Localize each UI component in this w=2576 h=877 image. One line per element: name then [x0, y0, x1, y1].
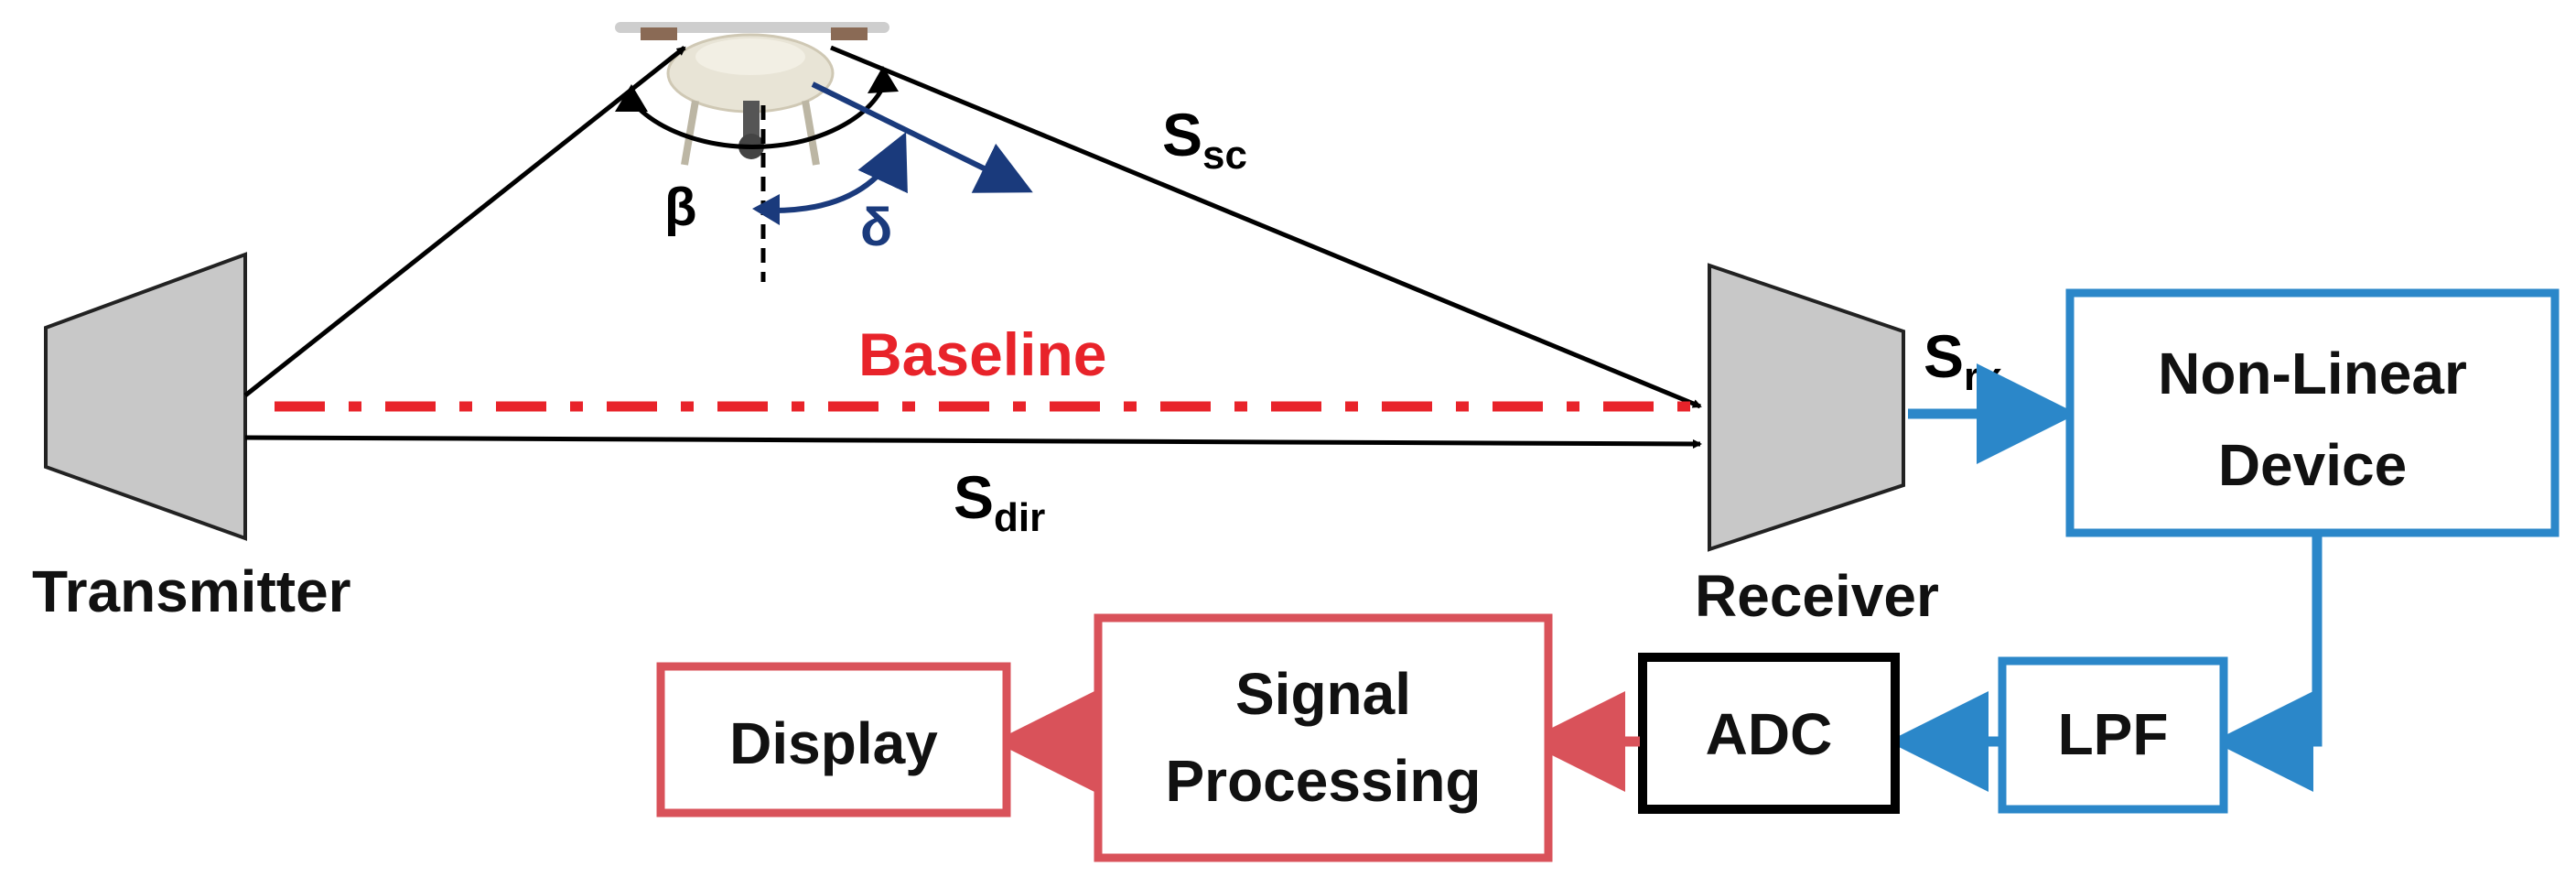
adc-block [1638, 653, 1900, 814]
s-dir-label: Sdir [954, 463, 1045, 540]
nld-to-lpf-arrow [2213, 536, 2323, 792]
beta-label: β [664, 178, 696, 237]
delta-arrowhead-left [752, 194, 780, 225]
beta-arrowhead-left [615, 84, 648, 112]
s-dir-base: S [954, 463, 994, 531]
lpf-label: LPF [2058, 701, 2169, 767]
delta-label: δ [860, 198, 892, 257]
non-linear-device-line1: Non-Linear [2158, 341, 2467, 406]
s-rx-sub: rx [1964, 354, 2002, 399]
baseline-label: Baseline [858, 320, 1106, 388]
beta-arc [630, 85, 886, 149]
receiver-label: Receiver [1695, 563, 1939, 629]
s-rx-base: S [1924, 322, 1964, 390]
receiver-horn-icon [1708, 263, 1905, 552]
drone-icon [615, 22, 889, 166]
adc-label: ADC [1706, 701, 1833, 767]
scattered-path [830, 45, 1702, 409]
delta-arc [772, 132, 908, 213]
signal-processing-line2: Processing [1165, 748, 1481, 814]
signal-processing-block [1094, 613, 1553, 862]
incident-path [243, 46, 686, 397]
s-sc-sub: sc [1202, 133, 1247, 178]
transmitter-horn-icon [44, 252, 247, 541]
s-dir-sub: dir [994, 495, 1045, 540]
s-rx-label: Srx [1924, 322, 2002, 399]
beta-arrowhead-right [868, 66, 899, 93]
non-linear-device-block [2065, 288, 2560, 537]
non-linear-device-line2: Device [2218, 432, 2407, 498]
direct-path [244, 435, 1702, 449]
lpf-block [1998, 656, 2228, 814]
signal-processing-line1: Signal [1235, 661, 1411, 727]
display-label: Display [729, 710, 938, 776]
transmitter-label: Transmitter [32, 558, 351, 624]
velocity-vector [811, 81, 1033, 193]
s-sc-base: S [1162, 101, 1202, 168]
display-block [656, 662, 1011, 817]
s-sc-label: Ssc [1162, 101, 1247, 178]
